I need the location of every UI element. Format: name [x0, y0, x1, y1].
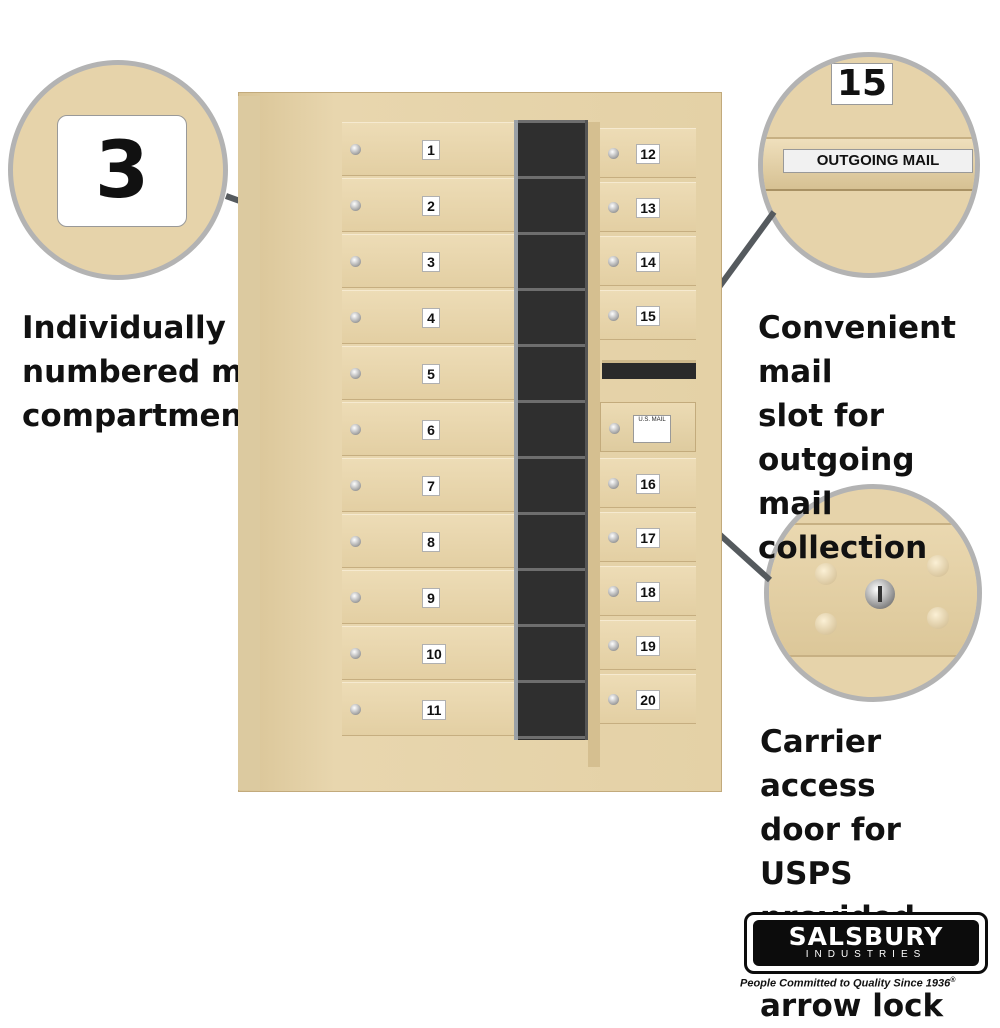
logo-sub: INDUSTRIES — [805, 949, 927, 960]
compartment-number: 8 — [422, 532, 440, 552]
carrier-access-door: U.S. MAIL — [600, 402, 696, 452]
compartment-lock-icon — [350, 312, 361, 323]
compartment-door: 9 — [342, 570, 514, 624]
compartment-number: 17 — [636, 528, 660, 548]
compartment-door: 20 — [600, 674, 696, 724]
carrier-lock-icon — [609, 423, 620, 434]
compartment-lock-icon — [608, 586, 619, 597]
rivet — [815, 563, 837, 585]
compartment-lock-icon — [608, 202, 619, 213]
logo-inner — [753, 920, 979, 966]
compartment-number: 5 — [422, 364, 440, 384]
logo-name: SALSBURY — [788, 922, 944, 951]
compartment-door: 1 — [342, 122, 514, 176]
compartment-number: 10 — [422, 644, 446, 664]
rivet — [815, 613, 837, 635]
compartment-lock-icon — [608, 148, 619, 159]
compartment-number: 15 — [636, 306, 660, 326]
rivet — [927, 555, 949, 577]
compartment-door: 5 — [342, 346, 514, 400]
caption-outgoing-slot: Convenient mail slot for outgoing mail c… — [758, 310, 956, 566]
compartment-lock-icon — [608, 640, 619, 651]
zoom-carrier-lock — [764, 484, 982, 702]
compartment-lock-icon — [608, 532, 619, 543]
compartment-number: 16 — [636, 474, 660, 494]
compartment-lock-icon — [350, 424, 361, 435]
compartment-lock-icon — [350, 648, 361, 659]
compartment-number: 12 — [636, 144, 660, 164]
zoom-compartment-number: 3 — [8, 60, 228, 280]
compartment-number: 3 — [422, 252, 440, 272]
compartment-number: 1 — [422, 140, 440, 160]
compartment-number: 13 — [636, 198, 660, 218]
open-carrier-door-edge — [588, 122, 600, 767]
compartment-lock-icon — [350, 536, 361, 547]
compartment-lock-icon — [350, 592, 361, 603]
compartment-door: 16 — [600, 458, 696, 508]
compartment-door: 14 — [600, 236, 696, 286]
compartment-door: 3 — [342, 234, 514, 288]
compartment-door: 13 — [600, 182, 696, 232]
compartment-number: 6 — [422, 420, 440, 440]
compartment-door: 6 — [342, 402, 514, 456]
carrier-us-mail-label: U.S. MAIL — [633, 415, 671, 443]
compartment-door: 19 — [600, 620, 696, 670]
compartment-number: 19 — [636, 636, 660, 656]
compartment-number: 20 — [636, 690, 660, 710]
compartment-door: 10 — [342, 626, 514, 680]
registered-mark: ® — [950, 977, 956, 984]
compartment-lock-icon — [608, 256, 619, 267]
compartment-lock-icon — [608, 478, 619, 489]
salsbury-logo: SALSBURY INDUSTRIES — [744, 912, 988, 974]
zoom-outgoing-slot: 15 OUTGOING MAIL — [758, 52, 980, 278]
compartment-number: 4 — [422, 308, 440, 328]
compartment-door: 8 — [342, 514, 514, 568]
compartment-number: 14 — [636, 252, 660, 272]
caption-compartments: Individually numbered mail compartments — [22, 310, 285, 434]
compartment-lock-icon — [350, 480, 361, 491]
compartment-number: 18 — [636, 582, 660, 602]
compartment-door: 17 — [600, 512, 696, 562]
compartment-lock-icon — [608, 310, 619, 321]
zoom-number-tag-15: 15 — [831, 63, 893, 105]
compartment-lock-icon — [350, 144, 361, 155]
compartment-number: 9 — [422, 588, 440, 608]
compartment-door: 4 — [342, 290, 514, 344]
compartment-lock-icon — [350, 704, 361, 715]
compartment-door: 12 — [600, 128, 696, 178]
compartment-door: 11 — [342, 682, 514, 736]
compartment-door: 2 — [342, 178, 514, 232]
compartment-lock-icon — [350, 200, 361, 211]
compartment-door: 18 — [600, 566, 696, 616]
compartment-lock-icon — [350, 368, 361, 379]
lock-keyhole — [878, 586, 882, 602]
center-rack — [514, 120, 588, 740]
outgoing-mail-label: OUTGOING MAIL — [783, 149, 973, 173]
compartment-number: 11 — [422, 700, 446, 720]
compartment-number: 2 — [422, 196, 440, 216]
compartment-door: 15 — [600, 290, 696, 340]
brand-tagline: People Committed to Quality Since 1936® — [740, 977, 990, 990]
compartment-lock-icon — [608, 694, 619, 705]
tagline-text: People Committed to Quality Since 1936 — [740, 977, 951, 990]
compartment-lock-icon — [350, 256, 361, 267]
cabinet-left-side — [238, 96, 260, 790]
rivet — [927, 607, 949, 629]
outgoing-mail-slot — [602, 360, 696, 379]
compartment-door: 7 — [342, 458, 514, 512]
zoom-number-tag: 3 — [57, 115, 187, 227]
compartment-number: 7 — [422, 476, 440, 496]
